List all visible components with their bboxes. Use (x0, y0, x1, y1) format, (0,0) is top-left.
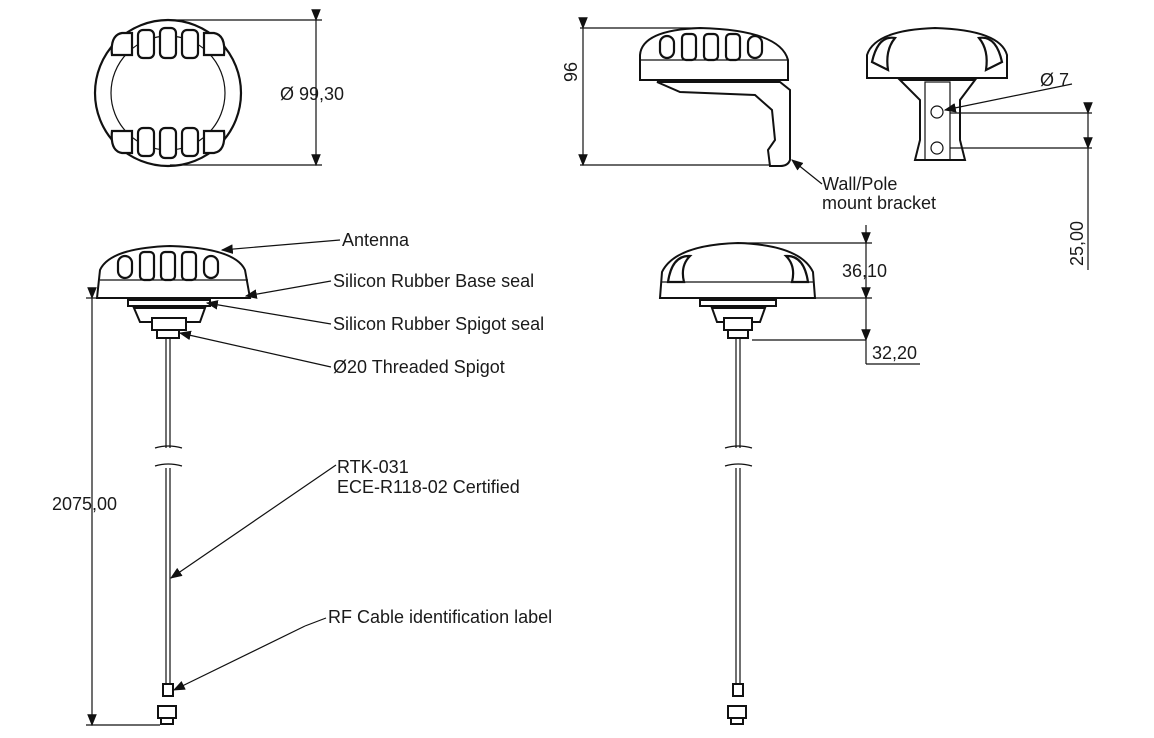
front-view-cable: 36,10 32,20 (658, 225, 920, 725)
antenna-callout: Antenna (342, 230, 410, 250)
bracket-callout-line1: Wall/Pole (822, 174, 897, 194)
bracket-callout-line2: mount bracket (822, 193, 936, 213)
bottom-vent-slots (110, 126, 226, 160)
cable-callout-line1: RTK-031 (337, 457, 409, 477)
side-view-bracket: 96 Wall/Pole mount bracket (561, 17, 936, 213)
cable-label-callout: RF Cable identification label (328, 607, 552, 627)
cable-callout-line2: ECE-R118-02 Certified (337, 477, 520, 497)
height-dimension: 96 (561, 62, 581, 82)
cable-length-dimension: 2075,00 (52, 494, 117, 514)
front-view-bracket: Ø 7 25,00 (866, 26, 1093, 270)
side-view-cable: 2075,00 Antenna Silicon Rubber Base seal… (52, 230, 552, 727)
top-vent-slots (110, 26, 226, 60)
spigot-seal-callout: Silicon Rubber Spigot seal (333, 314, 544, 334)
dome-height-dimension: 36,10 (842, 261, 887, 281)
base-seal-callout: Silicon Rubber Base seal (333, 271, 534, 291)
spigot-callout: Ø20 Threaded Spigot (333, 357, 505, 377)
spigot-height-dimension: 32,20 (872, 343, 917, 363)
bracket-spacing-dimension: 25,00 (1067, 221, 1087, 266)
diameter-dimension: Ø 99,30 (280, 84, 344, 104)
hole-dimension: Ø 7 (1040, 70, 1069, 90)
top-view: Ø 99,30 (93, 9, 344, 168)
